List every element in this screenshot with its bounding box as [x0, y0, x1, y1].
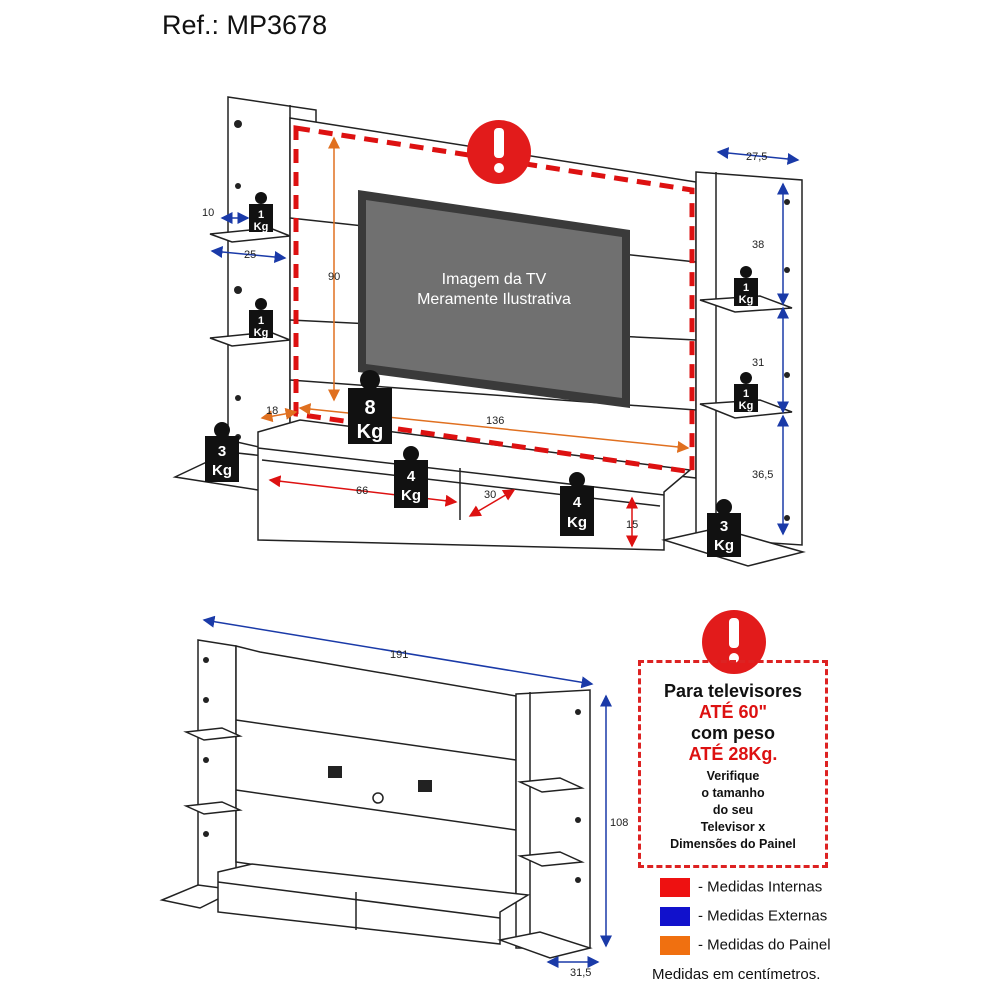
legend-swatch-red: [660, 878, 690, 897]
warning-small-5: Dimensões do Painel: [670, 837, 796, 851]
svg-text:1: 1: [258, 209, 264, 221]
legend-label-external: - Medidas Externas: [698, 907, 828, 925]
svg-text:1: 1: [743, 388, 749, 400]
weight-shelf-right-top: 1 Kg: [734, 266, 758, 306]
internal-area-outline: [293, 125, 695, 475]
svg-text:1: 1: [258, 315, 264, 327]
legend-label-panel: - Medidas do Painel: [698, 936, 831, 954]
warning-icon-bottom: [702, 610, 766, 674]
bottom-base-right: [497, 931, 593, 959]
dim-18: 18: [266, 405, 278, 417]
weight-base-right: 3 Kg: [707, 499, 741, 557]
warning-small-2: o tamanho: [701, 786, 765, 800]
bottom-back-panel: [235, 645, 517, 903]
warning-icon: [467, 120, 531, 184]
dim-15: 15: [626, 519, 638, 531]
legend-swatch-orange: [660, 936, 690, 955]
warning-line1: Para televisores: [663, 681, 803, 701]
dim-31: 31: [752, 357, 764, 369]
dim-38: 38: [752, 239, 764, 251]
tv-capacity-warning-box: Para televisores ATÉ 60" com peso ATÉ 28…: [638, 660, 828, 868]
weight-shelf-left-top: 1 Kg: [249, 192, 273, 233]
dim-25: 25: [244, 249, 256, 261]
warning-line3: com peso: [690, 723, 776, 743]
bottom-rack: [217, 863, 531, 945]
dim-27-5: 27,5: [746, 151, 767, 163]
legend-external: - Medidas Externas: [660, 907, 827, 926]
legend-panel: - Medidas do Painel: [660, 936, 831, 955]
dim-66: 66: [356, 485, 368, 497]
svg-text:8: 8: [364, 397, 375, 419]
bottom-left-tower: [197, 639, 237, 897]
legend-swatch-blue: [660, 907, 690, 926]
legend-label-internal: - Medidas Internas: [698, 878, 823, 896]
warning-small-4: Televisor x: [700, 820, 766, 834]
warning-line2: ATÉ 60": [698, 702, 768, 722]
reference-code: Ref.: MP3678: [162, 10, 328, 40]
warning-line4: ATÉ 28Kg.: [688, 744, 778, 764]
dim-136: 136: [486, 415, 504, 427]
tv-label-line2: Meramente Ilustrativa: [417, 291, 571, 308]
weight-shelf-left-mid: 1 Kg: [249, 298, 273, 339]
svg-text:1: 1: [743, 282, 749, 294]
svg-text:Kg: Kg: [739, 294, 754, 306]
bottom-shelf-left-mid: [183, 801, 243, 815]
svg-text:Kg: Kg: [739, 400, 754, 412]
svg-text:3: 3: [720, 518, 728, 535]
warning-small-3: do seu: [712, 803, 754, 817]
dim-108: 108: [610, 817, 628, 829]
bottom-shelf-right-mid: [517, 851, 585, 867]
svg-text:Kg: Kg: [714, 537, 734, 554]
weight-base-right-mid: 4 Kg: [560, 472, 594, 536]
bottom-shelf-left-top: [183, 727, 243, 741]
weight-base-mid: 4 Kg: [394, 446, 428, 508]
bottom-furniture-drawing: [159, 639, 593, 959]
svg-text:Kg: Kg: [254, 221, 269, 233]
weight-tv-top: 8 Kg: [348, 370, 392, 444]
tv-label-line1: Imagem da TV: [442, 271, 547, 288]
svg-text:Kg: Kg: [254, 327, 269, 339]
svg-text:4: 4: [407, 468, 416, 485]
dim-10: 10: [202, 207, 214, 219]
bottom-shelf-right-top: [517, 777, 585, 793]
legend-internal: - Medidas Internas: [660, 878, 822, 897]
weight-base-left: 3 Kg: [205, 422, 239, 482]
units-note: Medidas em centímetros.: [652, 966, 821, 983]
svg-text:Kg: Kg: [567, 514, 587, 531]
svg-text:3: 3: [218, 443, 226, 460]
warning-small-1: Verifique: [706, 769, 760, 783]
right-tower: [695, 171, 803, 546]
weight-shelf-right-mid: 1 Kg: [734, 372, 758, 412]
svg-text:Kg: Kg: [357, 421, 384, 443]
dim-90: 90: [328, 271, 340, 283]
dim-36-5: 36,5: [752, 469, 773, 481]
svg-text:Kg: Kg: [401, 487, 421, 504]
dim-31-5: 31,5: [570, 967, 591, 979]
svg-text:4: 4: [573, 494, 582, 511]
dim-191: 191: [390, 649, 408, 661]
dim-30: 30: [484, 489, 496, 501]
svg-text:Kg: Kg: [212, 462, 232, 479]
